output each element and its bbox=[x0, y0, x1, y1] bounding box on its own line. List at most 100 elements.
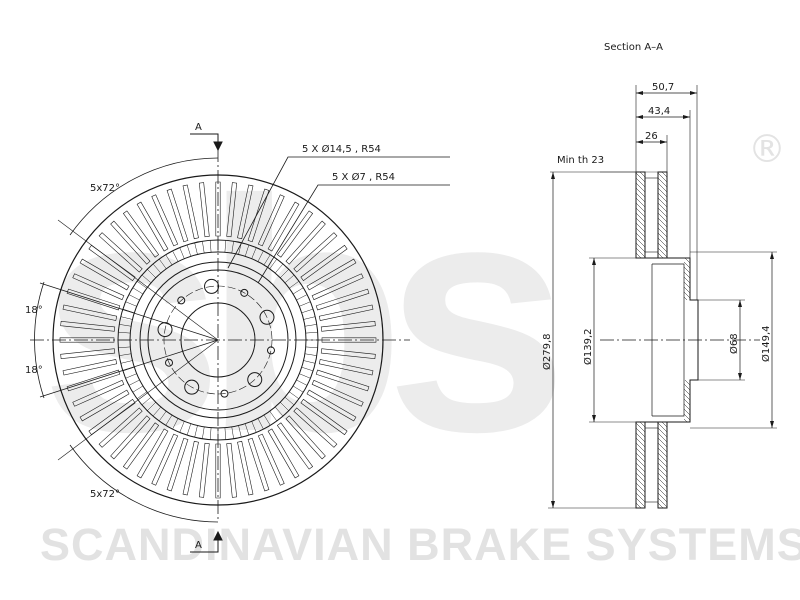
angle-arc-top bbox=[69, 157, 219, 236]
hatch-line bbox=[635, 482, 646, 493]
hat-tooth bbox=[224, 427, 227, 440]
hat-tooth bbox=[172, 418, 179, 430]
hatch-line bbox=[635, 472, 646, 483]
hatch-line bbox=[635, 212, 646, 223]
leader-bolt-holes bbox=[227, 156, 450, 269]
hat-tooth bbox=[136, 281, 147, 289]
hatch-line bbox=[635, 207, 646, 218]
disc-outer-edge bbox=[52, 174, 384, 506]
vent-slot bbox=[306, 389, 357, 422]
dim-width-mid: 43,4 bbox=[648, 106, 670, 117]
hat-tooth bbox=[152, 406, 162, 417]
hat-tooth bbox=[159, 258, 167, 269]
small-hole bbox=[220, 389, 229, 398]
hat-tooth bbox=[119, 353, 132, 356]
hat-tooth bbox=[147, 402, 156, 411]
section-view bbox=[548, 85, 777, 509]
hatch-line bbox=[683, 291, 691, 299]
hat-tooth bbox=[269, 258, 277, 269]
hatch-line bbox=[657, 177, 668, 188]
hat-tooth bbox=[263, 414, 271, 426]
hatch-line bbox=[683, 383, 691, 391]
hatch-line bbox=[657, 442, 668, 453]
hatch-line bbox=[635, 237, 646, 248]
hat-tooth bbox=[284, 396, 295, 406]
hatch-line bbox=[635, 427, 646, 438]
dim-center-bore: Ø68 bbox=[728, 333, 740, 354]
bolt-hole bbox=[157, 322, 173, 338]
hat-tooth bbox=[179, 247, 185, 259]
angle-left-upper-label: 18° bbox=[25, 305, 43, 316]
hat-tooth bbox=[202, 241, 205, 254]
bolt-circle bbox=[163, 285, 273, 395]
hatch-line bbox=[657, 427, 668, 438]
registered-mark: ® bbox=[748, 127, 786, 171]
hatch-line bbox=[657, 437, 668, 448]
vent-slot bbox=[226, 442, 238, 498]
hatch-line bbox=[684, 379, 691, 386]
vent-slot bbox=[300, 398, 348, 436]
section-labels: Section A–A 50,7 43,4 26 Min th 23 Ø279,… bbox=[541, 42, 772, 370]
hat-tooth bbox=[257, 418, 264, 430]
disc-hat-ring bbox=[139, 261, 297, 419]
hatch-line bbox=[683, 403, 691, 411]
hat-tooth bbox=[165, 414, 173, 426]
hat-tooth bbox=[269, 411, 277, 422]
hat-tooth bbox=[120, 360, 133, 364]
vent-slot bbox=[321, 337, 377, 343]
hat-tooth bbox=[296, 294, 308, 301]
hatch-line bbox=[635, 192, 646, 203]
hatch-line bbox=[635, 432, 646, 443]
section-title: Section A–A bbox=[604, 42, 663, 53]
hat-tooth bbox=[274, 263, 284, 274]
hatch-line bbox=[657, 187, 668, 198]
hatch-line bbox=[657, 487, 668, 498]
hat-tooth bbox=[179, 421, 185, 433]
vent-slot bbox=[122, 210, 160, 258]
hatch-line bbox=[657, 197, 668, 208]
angle-ray-lower bbox=[39, 339, 219, 398]
leader-small-holes bbox=[257, 184, 450, 284]
hatch-line bbox=[635, 487, 646, 498]
vent-slot bbox=[315, 369, 370, 392]
hatch-line bbox=[683, 398, 691, 406]
hatch-line bbox=[657, 217, 668, 228]
vent-slot bbox=[98, 407, 143, 448]
hat-tooth bbox=[231, 241, 234, 254]
small-hole bbox=[266, 346, 275, 355]
hat-tooth bbox=[186, 423, 192, 436]
cut-mark-top: A bbox=[195, 122, 202, 133]
vent-slot bbox=[110, 220, 151, 265]
angle-arc-left bbox=[34, 281, 45, 399]
vent-slot bbox=[215, 443, 221, 499]
disc-center-bore bbox=[180, 302, 256, 378]
hatch-line bbox=[657, 207, 668, 218]
hat-tooth bbox=[292, 287, 304, 295]
vent-slot bbox=[166, 437, 189, 492]
small-hole bbox=[177, 296, 186, 305]
hatch-line bbox=[683, 271, 691, 279]
bolt-hole bbox=[247, 372, 263, 388]
hatch-line bbox=[635, 497, 646, 508]
vent-slot bbox=[247, 188, 270, 243]
vent-slot bbox=[311, 379, 364, 407]
vent-slot bbox=[247, 437, 270, 492]
hatch-line bbox=[657, 222, 668, 233]
vent-slot bbox=[79, 258, 130, 291]
hatch-line bbox=[635, 222, 646, 233]
front-view-labels: A A 5 X Ø14,5 , R54 5 X Ø7 , R54 5x72° 5… bbox=[25, 122, 395, 551]
vent-slot bbox=[72, 273, 125, 301]
hatch-line bbox=[635, 197, 646, 208]
hat-tooth bbox=[238, 425, 242, 438]
hat-tooth bbox=[303, 360, 316, 364]
hatch-line bbox=[657, 457, 668, 468]
vent-slot bbox=[237, 440, 254, 496]
small-hole bbox=[240, 288, 249, 297]
hat-outline bbox=[644, 252, 699, 428]
dim-hub-diameter: Ø149,4 bbox=[760, 326, 772, 363]
vent-slot bbox=[66, 369, 121, 392]
hatch-line bbox=[657, 452, 668, 463]
angle-bottom-label: 5x72° bbox=[90, 489, 120, 500]
vent-slot bbox=[72, 379, 125, 407]
vent-slot bbox=[237, 184, 254, 240]
